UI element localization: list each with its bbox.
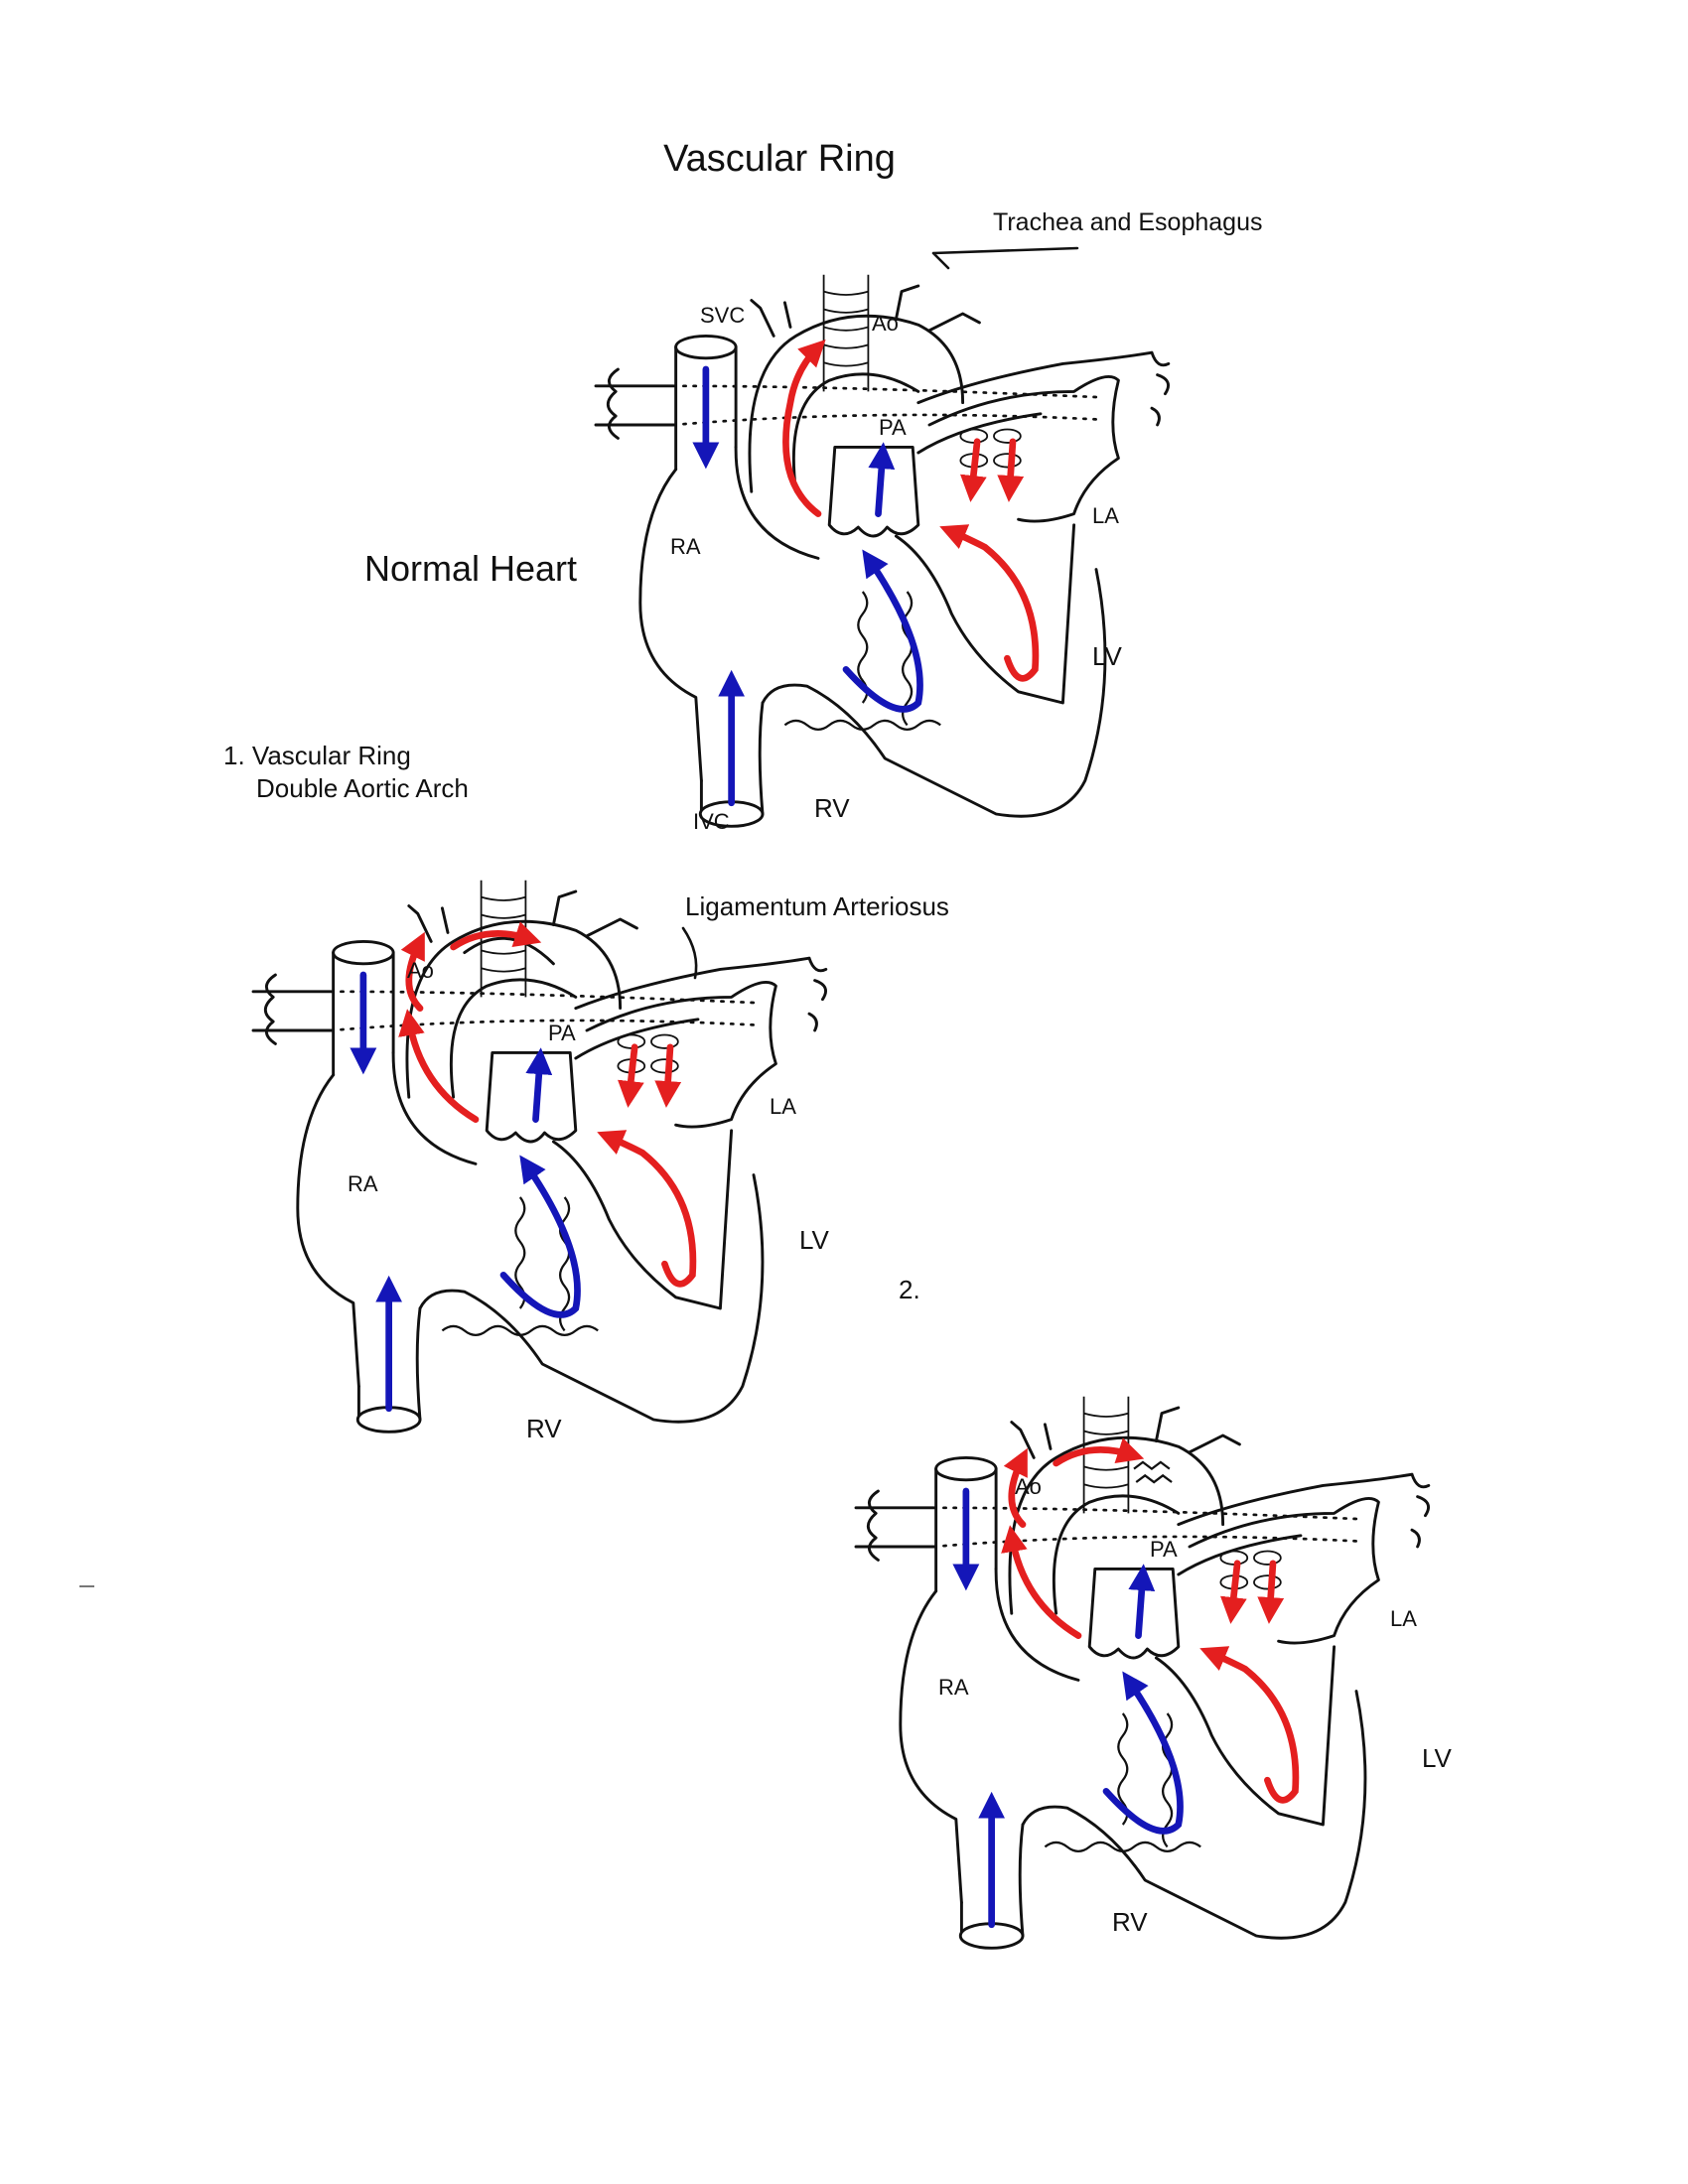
diagram3-lv-label: LV bbox=[1422, 1743, 1453, 1773]
diagram2-pa-label: PA bbox=[548, 1021, 576, 1045]
red-flow-arrow bbox=[400, 931, 425, 1012]
red-flow-arrow bbox=[1219, 1560, 1247, 1624]
ligamentum-label: Ligamentum Arteriosus bbox=[685, 891, 949, 921]
red-flow-arrow bbox=[1199, 1646, 1300, 1804]
red-flow-arrow bbox=[939, 524, 1040, 682]
diagram1-ao-label: Ao bbox=[872, 311, 899, 336]
ligamentum-stitches bbox=[1133, 1460, 1173, 1484]
blue-flow-arrow bbox=[499, 1155, 581, 1318]
second-arch bbox=[463, 936, 555, 966]
double-aortic-arch-diagram bbox=[251, 879, 828, 1433]
normal-heart-diagram bbox=[594, 273, 1171, 828]
red-flow-arrow bbox=[1257, 1560, 1285, 1624]
diagram2-ao-label: Ao bbox=[407, 958, 434, 983]
diagram1-pa-label: PA bbox=[879, 415, 907, 440]
normal-heart-label: Normal Heart bbox=[364, 548, 577, 589]
red-flow-arrow bbox=[654, 1043, 682, 1108]
diagram3-la-label: LA bbox=[1390, 1606, 1417, 1631]
diagram1-ivc-label: IVC bbox=[693, 809, 730, 834]
blue-flow-arrow bbox=[1102, 1671, 1184, 1835]
diagram3-pa-label: PA bbox=[1150, 1537, 1178, 1562]
diagram3-ao-label: Ao bbox=[1015, 1474, 1042, 1499]
red-flow-arrow bbox=[617, 1043, 644, 1108]
item1-label-line1: 1. Vascular Ring bbox=[223, 741, 411, 770]
blue-flow-arrow bbox=[868, 442, 896, 517]
page-title: Vascular Ring bbox=[663, 138, 896, 180]
red-flow-arrow bbox=[1053, 1437, 1145, 1467]
item2-label: 2. bbox=[899, 1275, 920, 1304]
red-flow-arrow bbox=[997, 438, 1025, 502]
blue-flow-arrow bbox=[842, 549, 923, 713]
diagram2-la-label: LA bbox=[770, 1094, 796, 1119]
diagram3-rv-label: RV bbox=[1112, 1907, 1148, 1937]
red-flow-arrow bbox=[1003, 1447, 1028, 1528]
diagram2-ra-label: RA bbox=[348, 1171, 378, 1196]
red-flow-arrow bbox=[782, 339, 826, 517]
diagram2-rv-label: RV bbox=[526, 1414, 562, 1443]
item1-label-line2: Double Aortic Arch bbox=[256, 773, 469, 803]
blue-flow-arrow bbox=[525, 1047, 553, 1123]
diagram1-lv-label: LV bbox=[1092, 641, 1123, 671]
diagram1-la-label: LA bbox=[1092, 503, 1119, 528]
diagram3-ra-label: RA bbox=[938, 1675, 969, 1700]
diagram1-svc-label: SVC bbox=[700, 303, 745, 328]
trachea-esophagus-label: Trachea and Esophagus bbox=[993, 208, 1262, 236]
red-flow-arrow bbox=[1001, 1525, 1082, 1639]
red-flow-arrow bbox=[597, 1130, 697, 1288]
ligamentum-callout-line bbox=[681, 926, 698, 980]
red-flow-arrow bbox=[398, 1009, 480, 1123]
diagram1-ra-label: RA bbox=[670, 534, 701, 559]
vascular-ring-variant-2-diagram bbox=[854, 1395, 1431, 1950]
trachea-callout-line bbox=[931, 246, 1079, 270]
blue-flow-arrow bbox=[1128, 1564, 1156, 1639]
red-flow-arrow bbox=[450, 921, 542, 951]
diagram1-rv-label: RV bbox=[814, 793, 850, 823]
red-flow-arrow bbox=[959, 438, 987, 502]
diagram2-lv-label: LV bbox=[799, 1225, 830, 1255]
